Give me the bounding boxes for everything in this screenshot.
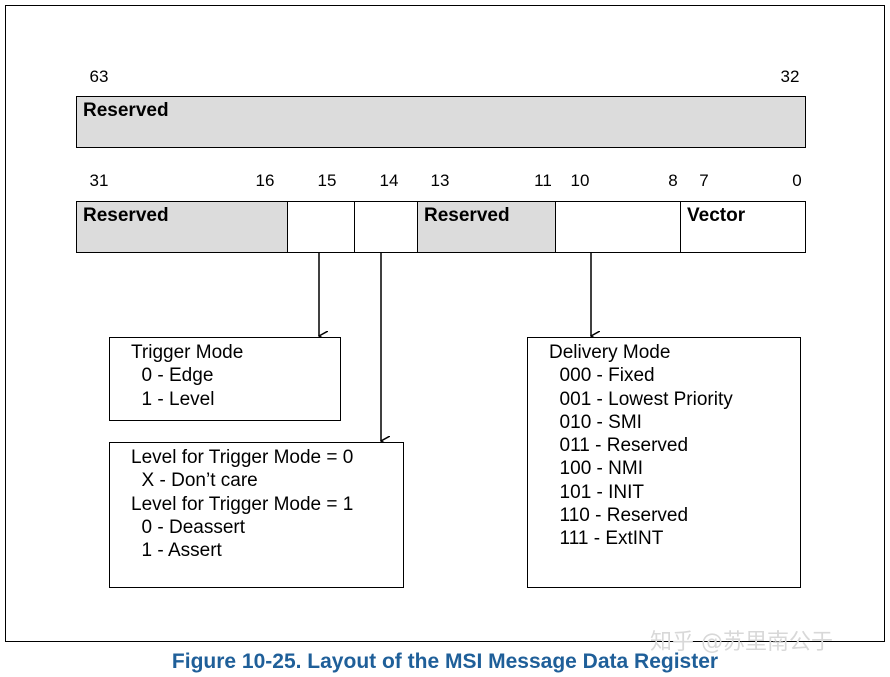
bit-label-31: 31 (89, 171, 109, 190)
trigger-mode-box: Trigger Mode 0 - Edge 1 - Level (109, 337, 341, 421)
delivery-fixed: 000 - Fixed (549, 365, 655, 387)
field-delivery-mode-10-8 (555, 202, 680, 252)
lower-register: Reserved Reserved Vector (76, 201, 806, 253)
delivery-mode-title: Delivery Mode (549, 342, 671, 363)
delivery-lowest-priority: 001 - Lowest Priority (549, 388, 733, 410)
bit-label-13: 13 (430, 171, 450, 190)
bit-label-15: 15 (317, 171, 337, 190)
trigger-mode-title: Trigger Mode (131, 342, 244, 363)
bit-label-32: 32 (780, 67, 800, 86)
field-reserved-31-16: Reserved (77, 202, 287, 252)
bit-label-11: 11 (534, 171, 552, 190)
bit-label-63: 63 (89, 67, 109, 86)
bit-label-16: 16 (255, 171, 275, 190)
level-box: Level for Trigger Mode = 0 X - Don’t car… (109, 442, 404, 588)
bit-label-7: 7 (699, 171, 709, 190)
bit-label-14: 14 (379, 171, 399, 190)
level-dont-care: X - Don’t care (131, 470, 258, 492)
field-label: Vector (687, 205, 746, 226)
field-vector-7-0: Vector (680, 202, 805, 252)
trigger-mode-edge: 0 - Edge (131, 365, 214, 387)
trigger-mode-level: 1 - Level (131, 388, 215, 410)
field-bit-14-level (354, 202, 417, 252)
delivery-mode-box: Delivery Mode 000 - Fixed 001 - Lowest P… (527, 337, 801, 588)
level-mode0-title: Level for Trigger Mode = 0 (131, 447, 354, 468)
delivery-extint: 111 - ExtINT (549, 528, 664, 550)
bit-label-0: 0 (792, 171, 802, 190)
field-label: Reserved (83, 205, 169, 226)
upper-register: Reserved (76, 96, 806, 148)
delivery-reserved-110: 110 - Reserved (549, 505, 689, 527)
delivery-reserved-011: 011 - Reserved (549, 435, 689, 457)
figure-caption: Figure 10-25. Layout of the MSI Message … (171, 650, 719, 673)
bit-label-8: 8 (668, 171, 678, 190)
field-label: Reserved (424, 205, 510, 226)
field-bit-15-trigger-mode (287, 202, 354, 252)
level-deassert: 0 - Deassert (131, 516, 246, 538)
delivery-init: 101 - INIT (549, 481, 645, 503)
level-mode1-title: Level for Trigger Mode = 1 (131, 493, 354, 515)
field-reserved-13-11: Reserved (417, 202, 555, 252)
level-assert: 1 - Assert (131, 540, 222, 562)
upper-reserved-field: Reserved (83, 100, 169, 121)
delivery-nmi: 100 - NMI (549, 458, 643, 480)
watermark-text: 知乎 @苏里南公于 (650, 630, 833, 655)
delivery-smi: 010 - SMI (549, 411, 642, 433)
bit-label-10: 10 (570, 171, 590, 190)
